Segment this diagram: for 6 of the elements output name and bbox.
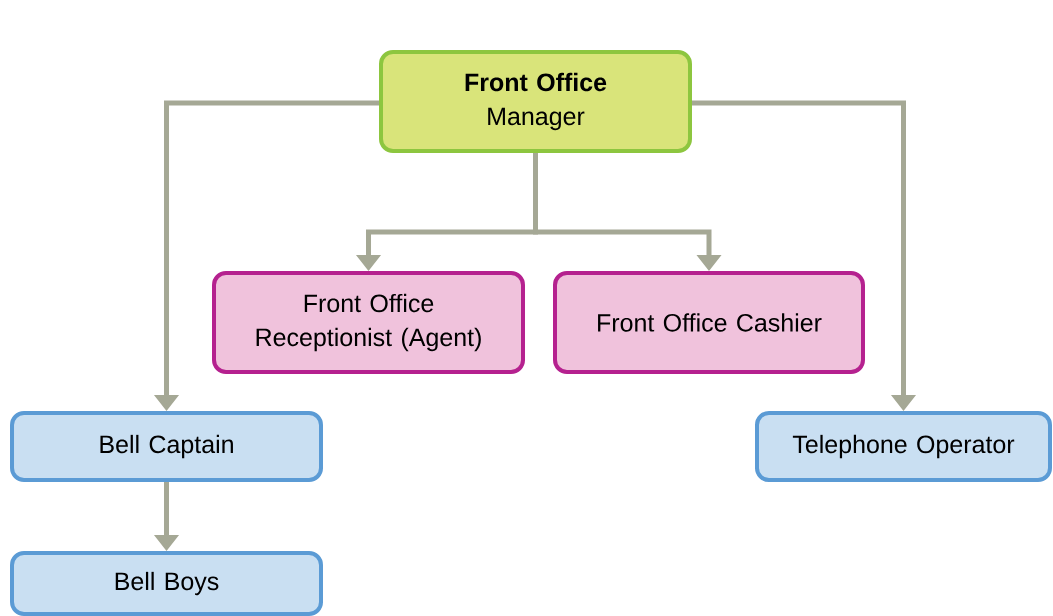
role-box: Front Office Cashier	[553, 271, 865, 374]
role-box: Telephone Operator	[755, 411, 1052, 482]
role-box: Bell Boys	[10, 551, 323, 616]
manager-box: Front Office Manager	[379, 50, 692, 153]
role-box: Front Office Receptionist (Agent)	[212, 271, 525, 374]
role-box: Bell Captain	[10, 411, 323, 482]
